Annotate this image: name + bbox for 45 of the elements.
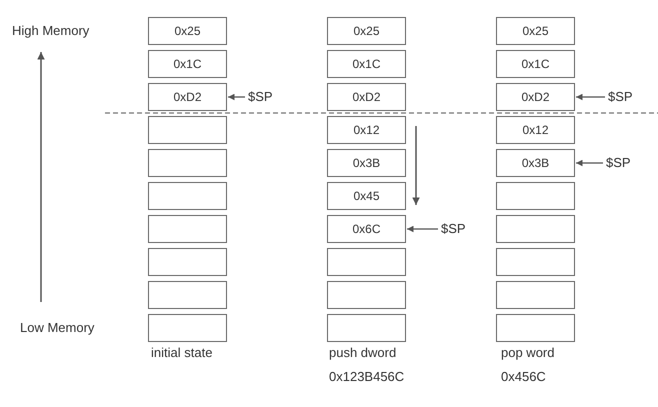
stack-pointer-label: $SP — [608, 89, 633, 105]
memory-cell: 0xD2 — [327, 83, 406, 111]
empty-memory-cell — [148, 248, 227, 276]
memory-cell: 0x6C — [327, 215, 406, 243]
pointer-arrow — [407, 226, 438, 232]
memory-cell: 0x25 — [496, 17, 575, 45]
empty-memory-cell — [496, 215, 575, 243]
pointer-arrow — [576, 160, 603, 166]
memory-cell: 0x12 — [327, 116, 406, 144]
empty-memory-cell — [327, 281, 406, 309]
memory-cell: 0x12 — [496, 116, 575, 144]
axis-label: High Memory — [12, 23, 90, 39]
stack-pointer-label: $SP — [441, 221, 466, 237]
empty-memory-cell — [496, 314, 575, 342]
memory-cell: 0x3B — [327, 149, 406, 177]
empty-memory-cell — [148, 149, 227, 177]
empty-memory-cell — [327, 314, 406, 342]
operand-value: 0x123B456C — [329, 369, 404, 385]
empty-memory-cell — [496, 281, 575, 309]
memory-cell: 0x3B — [496, 149, 575, 177]
stack-pointer-label: $SP — [248, 89, 273, 105]
memory-cell: 0x25 — [148, 17, 227, 45]
empty-memory-cell — [148, 116, 227, 144]
column-caption: push dword — [329, 345, 396, 361]
empty-memory-cell — [496, 248, 575, 276]
memory-cell: 0x45 — [327, 182, 406, 210]
empty-memory-cell — [148, 281, 227, 309]
empty-memory-cell — [148, 215, 227, 243]
column-caption: initial state — [151, 345, 212, 361]
empty-memory-cell — [148, 314, 227, 342]
empty-memory-cell — [496, 182, 575, 210]
pointer-arrow — [228, 94, 245, 100]
memory-cell: 0xD2 — [148, 83, 227, 111]
memory-cell: 0x1C — [496, 50, 575, 78]
memory-cell: 0x25 — [327, 17, 406, 45]
empty-memory-cell — [148, 182, 227, 210]
pointer-arrow — [576, 94, 605, 100]
stack-pointer-label: $SP — [606, 155, 631, 171]
empty-memory-cell — [327, 248, 406, 276]
memory-cell: 0xD2 — [496, 83, 575, 111]
axis-label: Low Memory — [20, 320, 94, 336]
memory-cell: 0x1C — [327, 50, 406, 78]
memory-cell: 0x1C — [148, 50, 227, 78]
operand-value: 0x456C — [501, 369, 546, 385]
column-caption: pop word — [501, 345, 554, 361]
